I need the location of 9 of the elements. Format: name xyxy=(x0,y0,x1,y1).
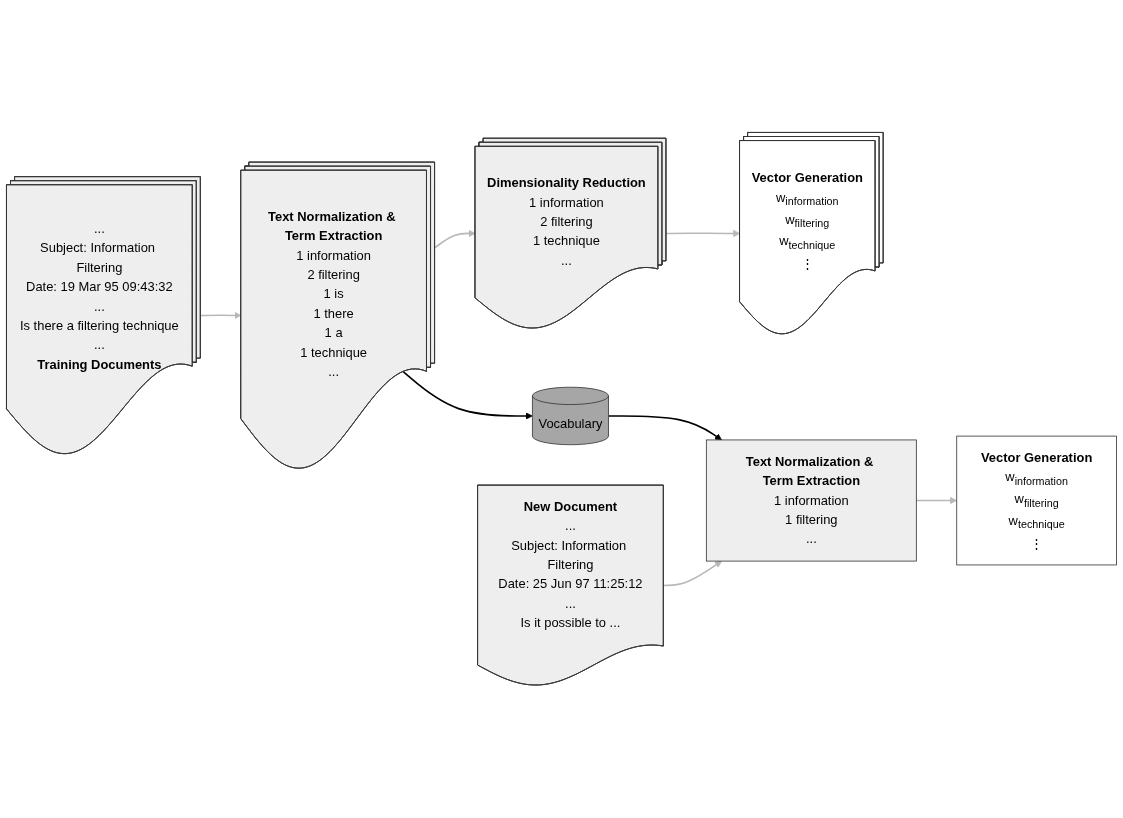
arrow xyxy=(915,497,958,505)
arrow xyxy=(199,312,242,320)
arrow xyxy=(434,230,476,249)
node-box: Text Normalization & Term Extraction 1 information 1 filtering ... xyxy=(705,439,917,562)
node-box: Vector Generation w$_{information}$ w$_{filtering}$ w$_{technique}$ ⋮ xyxy=(956,435,1117,566)
arrow xyxy=(665,230,741,238)
arrow xyxy=(402,371,533,420)
arrow xyxy=(607,415,722,441)
arrow xyxy=(662,561,722,587)
